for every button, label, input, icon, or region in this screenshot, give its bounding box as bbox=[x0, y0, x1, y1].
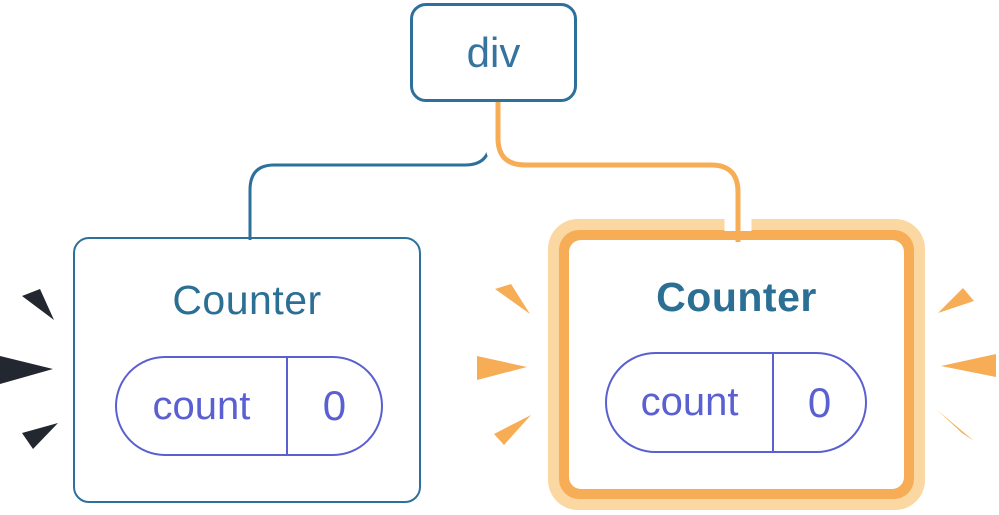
counter-card-right-border-ring: Counter count 0 bbox=[559, 230, 914, 499]
spark-icon bbox=[941, 354, 996, 377]
counter-left-title: Counter bbox=[172, 277, 322, 323]
spark-icon bbox=[937, 410, 974, 441]
counter-card-left: Counter count 0 bbox=[73, 237, 421, 503]
spark-burst-right-counter-left bbox=[477, 284, 531, 445]
root-node-div: div bbox=[410, 3, 577, 102]
counter-right-title: Counter bbox=[656, 274, 817, 320]
root-node-label: div bbox=[466, 28, 521, 76]
edge-to-left-counter bbox=[248, 101, 492, 240]
counter-left-state-name: count bbox=[152, 383, 251, 428]
counter-card-right: Counter count 0 bbox=[569, 240, 904, 489]
spark-icon bbox=[0, 356, 53, 384]
edge-to-right-counter-casing bbox=[484, 102, 752, 231]
counter-right-state-name: count bbox=[640, 380, 739, 424]
spark-icon bbox=[477, 356, 527, 380]
spark-icon bbox=[22, 289, 54, 320]
spark-icon bbox=[494, 415, 531, 445]
spark-icon bbox=[938, 288, 974, 313]
counter-left-state-pill: count 0 bbox=[115, 356, 383, 456]
spark-burst-left-counter bbox=[0, 289, 58, 449]
spark-icon bbox=[22, 423, 58, 449]
counter-card-right-highlight-ring: Counter count 0 bbox=[548, 219, 925, 510]
spark-burst-right-counter-right bbox=[937, 288, 996, 441]
counter-left-state-value: 0 bbox=[285, 358, 381, 454]
spark-icon bbox=[495, 284, 530, 314]
counter-right-state-value: 0 bbox=[772, 354, 865, 451]
counter-right-state-pill: count 0 bbox=[605, 352, 867, 453]
